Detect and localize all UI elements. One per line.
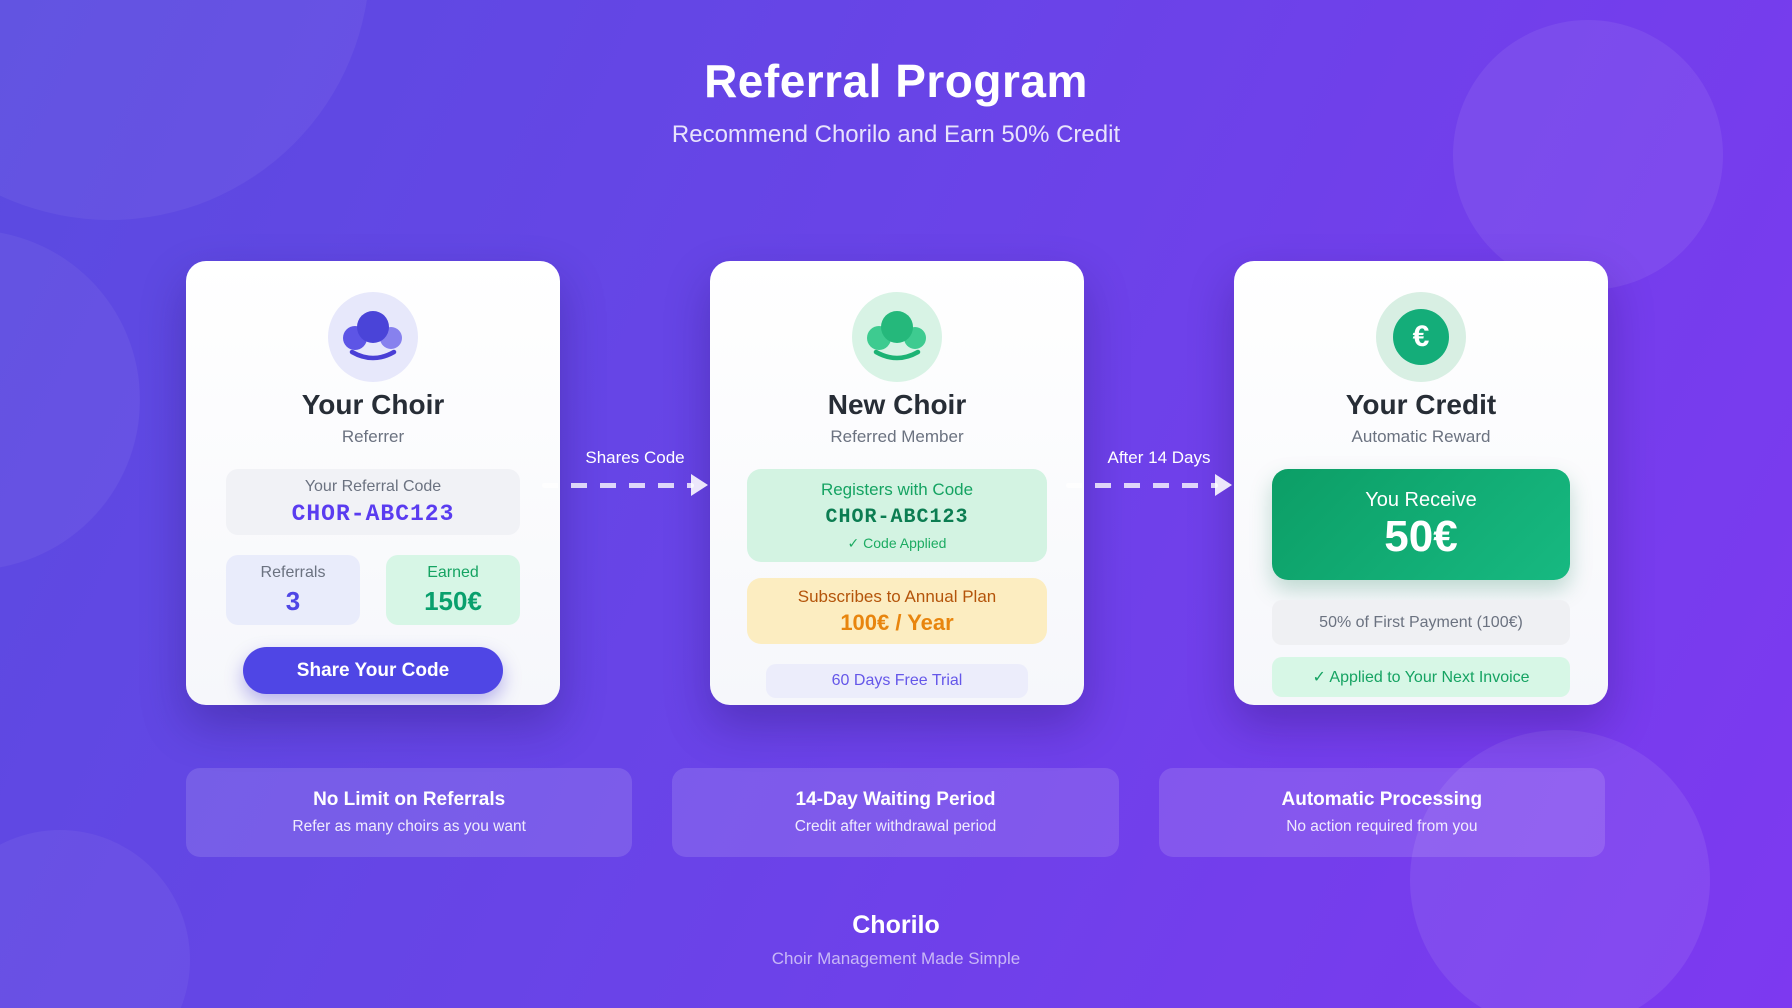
background-circle bbox=[0, 230, 140, 570]
earned-value: 150€ bbox=[424, 585, 482, 616]
card-title: Your Credit bbox=[1345, 389, 1497, 420]
card-subtitle: Automatic Reward bbox=[1351, 427, 1491, 446]
arrow-head-icon bbox=[691, 474, 708, 496]
dashed-line bbox=[542, 483, 694, 488]
referral-code-box: Your Referral Code CHOR-ABC123 bbox=[226, 469, 520, 535]
dashed-line bbox=[1066, 483, 1218, 488]
feature-subtitle: Refer as many choirs as you want bbox=[292, 818, 526, 835]
referral-code-value: CHOR-ABC123 bbox=[291, 500, 455, 527]
free-trial-text: 60 Days Free Trial bbox=[831, 672, 963, 689]
referrals-label: Referrals bbox=[260, 563, 326, 581]
choir-icon bbox=[852, 292, 942, 382]
euro-icon: € bbox=[1376, 292, 1466, 382]
arrow-label: Shares Code bbox=[585, 448, 685, 467]
registers-with-code-box: Registers with Code CHOR-ABC123 ✓ Code A… bbox=[747, 469, 1047, 562]
card-subtitle: Referred Member bbox=[830, 427, 964, 446]
share-code-button[interactable]: Share Your Code bbox=[243, 647, 503, 694]
stats-row: Referrals 3 Earned 150€ bbox=[226, 555, 520, 625]
referred-card: New Choir Referred Member Registers with… bbox=[710, 261, 1084, 705]
arrow-label: After 14 Days bbox=[1107, 448, 1211, 467]
arrow-head-icon bbox=[1215, 474, 1232, 496]
card-title: New Choir bbox=[827, 389, 967, 420]
payment-detail-text: 50% of First Payment (100€) bbox=[1319, 613, 1523, 631]
page-title: Referral Program bbox=[704, 55, 1088, 107]
register-code: CHOR-ABC123 bbox=[825, 505, 969, 529]
footer: Chorilo Choir Management Made Simple bbox=[0, 910, 1792, 969]
receive-label: You Receive bbox=[1365, 489, 1477, 511]
choir-icon bbox=[328, 292, 418, 382]
plan-title: Subscribes to Annual Plan bbox=[797, 586, 997, 606]
feature-automatic: Automatic Processing No action required … bbox=[1158, 768, 1605, 857]
plan-price: 100€ / Year bbox=[840, 609, 954, 635]
feature-title: Automatic Processing bbox=[1281, 789, 1483, 810]
receive-value: 50€ bbox=[1384, 512, 1458, 561]
euro-symbol: € bbox=[1393, 309, 1449, 365]
referral-code-label: Your Referral Code bbox=[304, 477, 442, 495]
applied-invoice-box: ✓ Applied to Your Next Invoice bbox=[1272, 657, 1570, 697]
you-receive-box: You Receive 50€ bbox=[1272, 469, 1570, 580]
referrals-value: 3 bbox=[285, 585, 301, 616]
feature-title: No Limit on Referrals bbox=[313, 789, 506, 810]
referrals-stat: Referrals 3 bbox=[226, 555, 360, 625]
feature-subtitle: Credit after withdrawal period bbox=[794, 818, 997, 835]
feature-waiting-period: 14-Day Waiting Period Credit after withd… bbox=[672, 768, 1119, 857]
applied-invoice-text: ✓ Applied to Your Next Invoice bbox=[1312, 669, 1530, 686]
earned-stat: Earned 150€ bbox=[386, 555, 520, 625]
feature-title: 14-Day Waiting Period bbox=[795, 789, 996, 810]
free-trial-box: 60 Days Free Trial bbox=[766, 664, 1028, 698]
payment-detail-box: 50% of First Payment (100€) bbox=[1272, 600, 1570, 645]
feature-no-limit: No Limit on Referrals Refer as many choi… bbox=[186, 768, 633, 857]
card-subtitle: Referrer bbox=[341, 427, 405, 446]
arrow-shares-code: Shares Code bbox=[542, 261, 710, 705]
arrow-after-14-days: After 14 Days bbox=[1066, 261, 1234, 705]
brand-name: Chorilo bbox=[852, 911, 940, 939]
features-row: No Limit on Referrals Refer as many choi… bbox=[186, 768, 1605, 857]
brand-tagline: Choir Management Made Simple bbox=[771, 949, 1021, 968]
flow-row: Your Choir Referrer Your Referral Code C… bbox=[186, 261, 1608, 705]
card-title: Your Choir bbox=[301, 389, 445, 420]
page-subtitle: Recommend Chorilo and Earn 50% Credit bbox=[671, 121, 1121, 148]
code-applied-status: ✓ Code Applied bbox=[847, 534, 947, 551]
credit-card: € Your Credit Automatic Reward You Recei… bbox=[1234, 261, 1608, 705]
header: Referral Program Recommend Chorilo and E… bbox=[0, 55, 1792, 149]
referrer-card: Your Choir Referrer Your Referral Code C… bbox=[186, 261, 560, 705]
annual-plan-box: Subscribes to Annual Plan 100€ / Year bbox=[747, 578, 1047, 644]
register-title: Registers with Code bbox=[820, 479, 974, 499]
feature-subtitle: No action required from you bbox=[1286, 818, 1478, 835]
earned-label: Earned bbox=[427, 563, 479, 581]
